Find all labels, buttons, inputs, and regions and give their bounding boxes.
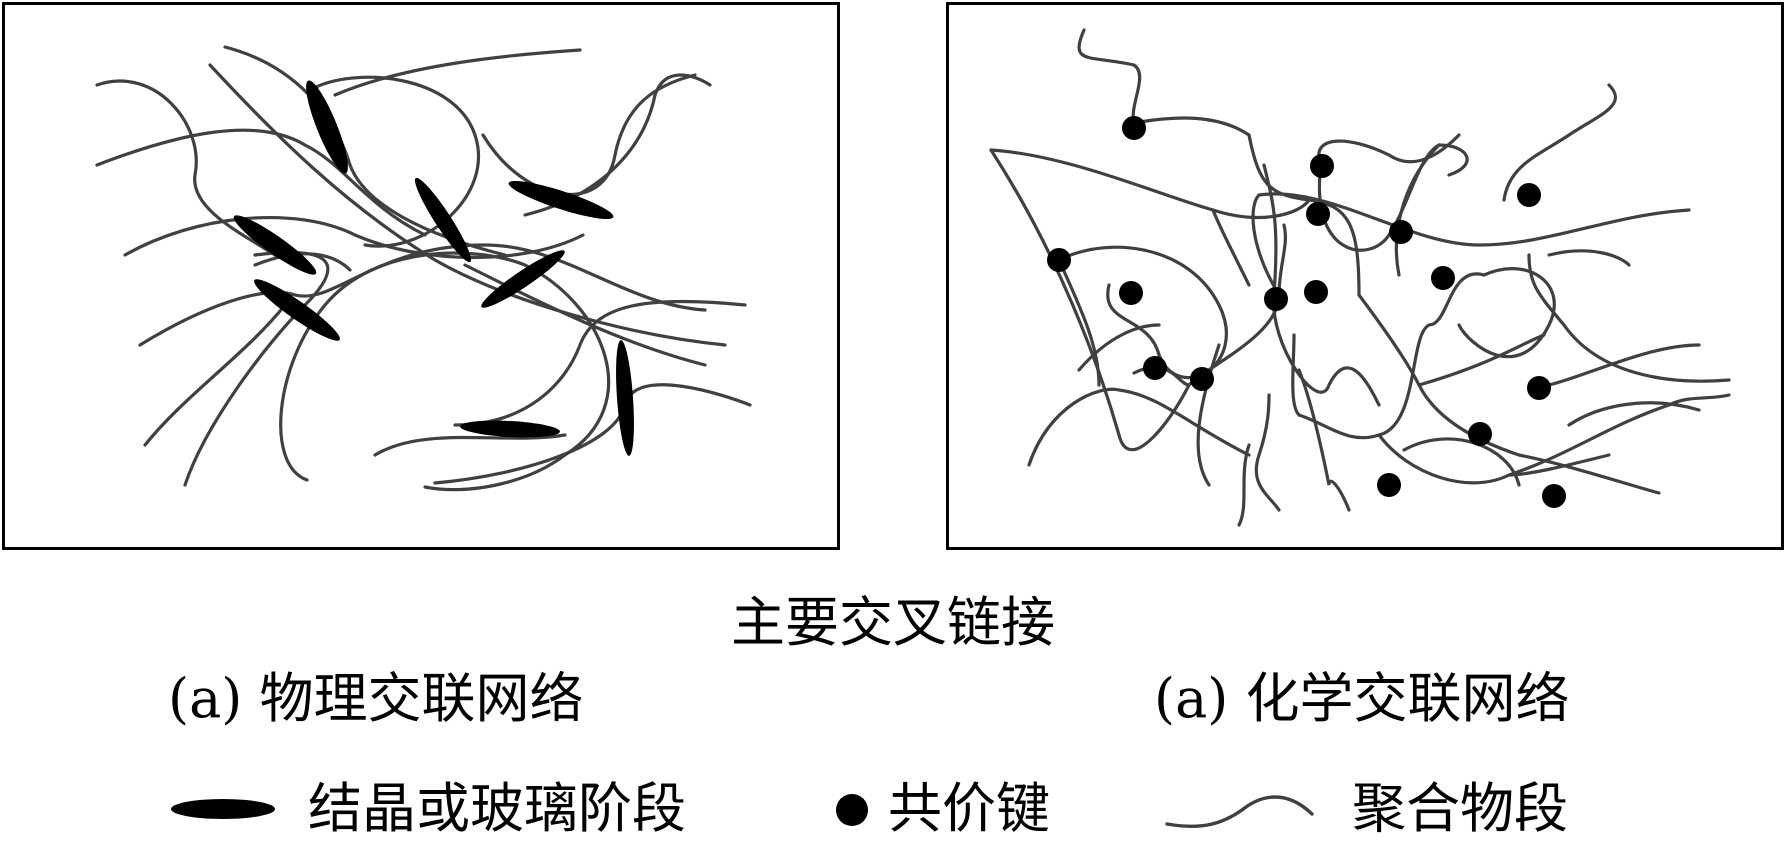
caption-chemical-network: (a) 化学交联网络	[1154, 667, 1570, 730]
covalent-bond-legend-icon	[836, 794, 868, 826]
chemical-network-panel	[946, 2, 1784, 550]
legend-segment-label: 聚合物段	[1352, 777, 1568, 840]
covalent-bond-dot	[1377, 473, 1401, 497]
main-title: 主要交叉链接	[731, 591, 1055, 654]
crystal-domain	[233, 215, 317, 275]
crystal-domain	[414, 177, 472, 263]
covalent-bond-dot	[1431, 266, 1455, 290]
covalent-bond-dot	[1517, 183, 1541, 207]
crystal-domain-legend-icon	[171, 799, 275, 819]
crystal-domain	[460, 420, 560, 438]
legend-crystal-label: 结晶或玻璃阶段	[308, 777, 686, 840]
covalent-bond-dot	[1119, 281, 1143, 305]
crystal-domain	[254, 279, 340, 341]
covalent-bond-dot	[1122, 116, 1146, 140]
polymer-segment-legend-icon	[1165, 795, 1314, 828]
physical-network-panel	[2, 2, 840, 550]
polymer-chains	[95, 45, 752, 492]
covalent-bond-dot	[1306, 202, 1330, 226]
covalent-bond-dot	[1304, 280, 1328, 304]
polymer-chains	[989, 28, 1731, 527]
caption-physical-network: (a) 物理交联网络	[168, 667, 584, 730]
crystal-domain	[616, 340, 634, 456]
crystal-domain	[306, 80, 348, 174]
crystal-domain	[508, 180, 614, 220]
legend-bond-label: 共价键	[888, 777, 1050, 840]
covalent-bond-dot	[1190, 367, 1214, 391]
covalent-bond-dot	[1389, 220, 1413, 244]
covalent-bond-dot	[1542, 484, 1566, 508]
covalent-bond-dot	[1143, 356, 1167, 380]
covalent-bonds	[1047, 116, 1566, 508]
crystal-domain	[481, 250, 565, 308]
legend: 结晶或玻璃阶段 共价键 聚合物段	[0, 776, 1786, 846]
covalent-bond-dot	[1264, 287, 1288, 311]
chemical-network-drawing	[989, 28, 1731, 527]
covalent-bond-dot	[1310, 154, 1334, 178]
covalent-bond-dot	[1468, 422, 1492, 446]
covalent-bond-dot	[1527, 376, 1551, 400]
crystal-domains	[233, 80, 634, 456]
physical-network-drawing	[95, 45, 752, 492]
covalent-bond-dot	[1047, 248, 1071, 272]
